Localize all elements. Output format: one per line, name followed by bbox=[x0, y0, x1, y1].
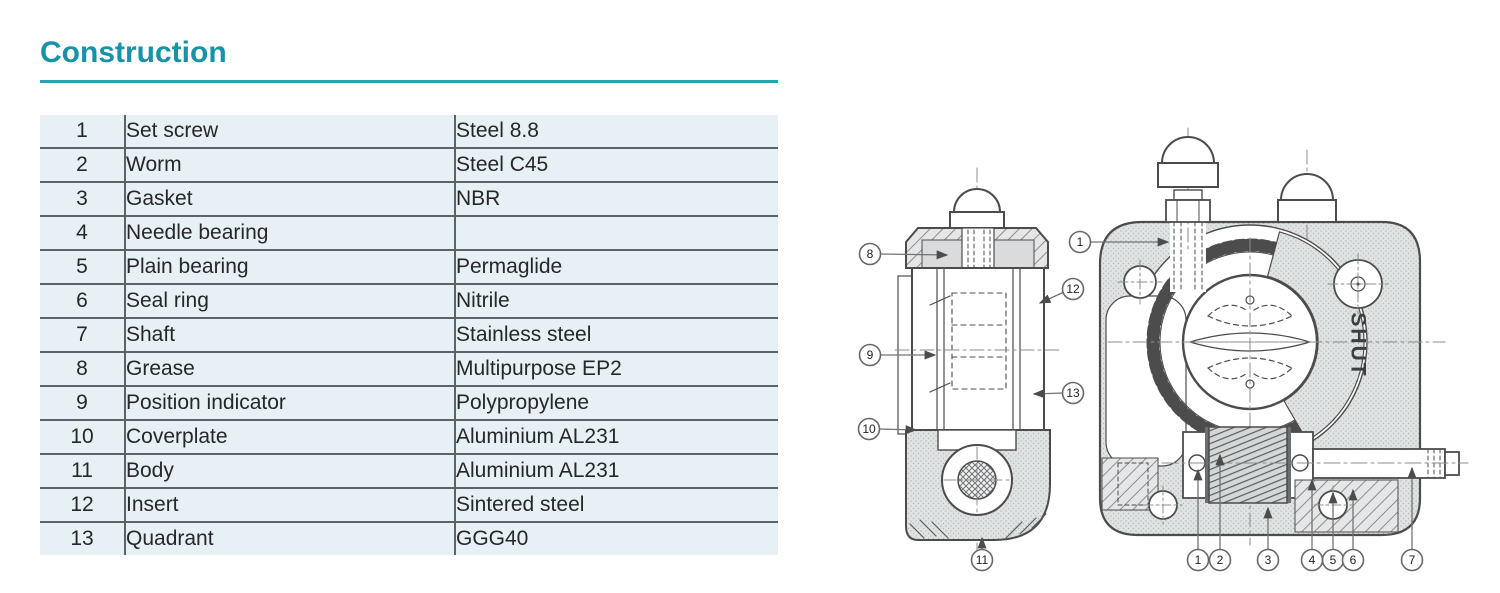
side-section-view bbox=[894, 167, 1063, 566]
table-row: 7 Shaft Stainless steel bbox=[40, 317, 778, 352]
part-name: Set screw bbox=[125, 115, 456, 148]
stop-screw-cap-icon bbox=[1277, 149, 1337, 243]
table-row: 3 Gasket NBR bbox=[40, 181, 778, 216]
part-number: 1 bbox=[40, 115, 126, 148]
part-material: GGG40 bbox=[455, 521, 778, 555]
part-material: Polypropylene bbox=[455, 385, 778, 420]
set-screw-cap-icon bbox=[1157, 127, 1219, 251]
part-name: Shaft bbox=[125, 317, 456, 352]
front-section-view: SHUT bbox=[1098, 127, 1469, 546]
part-material: Permaglide bbox=[455, 249, 778, 284]
part-name: Insert bbox=[125, 487, 456, 522]
part-material: Sintered steel bbox=[455, 487, 778, 522]
svg-text:8: 8 bbox=[867, 247, 874, 261]
svg-text:1: 1 bbox=[1077, 235, 1084, 249]
part-number: 2 bbox=[40, 147, 126, 182]
title-underline bbox=[40, 80, 778, 83]
table-row: 13 Quadrant GGG40 bbox=[40, 521, 778, 555]
part-name: Grease bbox=[125, 351, 456, 386]
worm-icon bbox=[1182, 426, 1314, 504]
part-number: 13 bbox=[40, 521, 126, 555]
svg-text:9: 9 bbox=[867, 348, 874, 362]
callout-7: 7 bbox=[1400, 466, 1424, 572]
callout-6: 6 bbox=[1341, 488, 1365, 572]
part-name: Body bbox=[125, 453, 456, 488]
part-name: Gasket bbox=[125, 181, 456, 216]
callout-13: 13 bbox=[1032, 381, 1085, 405]
callout-1-top: 1 bbox=[1068, 230, 1170, 254]
part-number: 4 bbox=[40, 215, 126, 250]
svg-text:13: 13 bbox=[1066, 386, 1080, 400]
callout-1: 1 bbox=[1186, 468, 1210, 572]
part-number: 12 bbox=[40, 487, 126, 522]
callout-9: 9 bbox=[858, 343, 937, 367]
part-number: 7 bbox=[40, 317, 126, 352]
part-name: Position indicator bbox=[125, 385, 456, 420]
svg-text:7: 7 bbox=[1409, 553, 1416, 567]
svg-text:6: 6 bbox=[1350, 553, 1357, 567]
svg-text:11: 11 bbox=[976, 553, 989, 567]
part-name: Seal ring bbox=[125, 283, 456, 318]
part-number: 5 bbox=[40, 249, 126, 284]
svg-text:12: 12 bbox=[1066, 282, 1080, 296]
callout-3: 3 bbox=[1256, 506, 1280, 572]
technical-drawing: SHUT bbox=[857, 127, 1469, 572]
part-material: NBR bbox=[455, 181, 778, 216]
part-material bbox=[455, 215, 778, 250]
callout-8: 8 bbox=[858, 242, 949, 266]
part-number: 3 bbox=[40, 181, 126, 216]
svg-text:4: 4 bbox=[1309, 553, 1316, 567]
table-row: 10 Coverplate Aluminium AL231 bbox=[40, 419, 778, 454]
callout-2: 2 bbox=[1208, 453, 1232, 572]
part-number: 6 bbox=[40, 283, 126, 318]
table-row: 2 Worm Steel C45 bbox=[40, 147, 778, 182]
part-number: 10 bbox=[40, 419, 126, 454]
page-title: Construction bbox=[40, 36, 227, 69]
callouts: 8 9 10 11 12 bbox=[857, 230, 1424, 572]
part-name: Worm bbox=[125, 147, 456, 182]
foot-hole-icon bbox=[1143, 485, 1183, 525]
callout-12: 12 bbox=[1038, 277, 1085, 304]
svg-text:1: 1 bbox=[1195, 553, 1202, 567]
part-material: Steel 8.8 bbox=[455, 115, 778, 148]
callout-10: 10 bbox=[857, 417, 918, 441]
part-name: Quadrant bbox=[125, 521, 456, 555]
part-material: Multipurpose EP2 bbox=[455, 351, 778, 386]
part-number: 8 bbox=[40, 351, 126, 386]
part-material: Steel C45 bbox=[455, 147, 778, 182]
table-row: 1 Set screw Steel 8.8 bbox=[40, 115, 778, 148]
part-material: Stainless steel bbox=[455, 317, 778, 352]
table-row: 6 Seal ring Nitrile bbox=[40, 283, 778, 318]
part-number: 11 bbox=[40, 453, 126, 488]
svg-text:3: 3 bbox=[1265, 553, 1272, 567]
svg-text:5: 5 bbox=[1330, 553, 1337, 567]
mount-hole-icon bbox=[1117, 259, 1163, 305]
callout-11: 11 bbox=[970, 536, 994, 572]
shut-label: SHUT bbox=[1346, 312, 1369, 377]
svg-text:2: 2 bbox=[1217, 553, 1224, 567]
table-row: 8 Grease Multipurpose EP2 bbox=[40, 351, 778, 386]
indicator-dome-icon bbox=[949, 188, 1005, 229]
parts-table: 1 Set screw Steel 8.8 2 Worm Steel C45 3… bbox=[40, 115, 778, 555]
part-name: Coverplate bbox=[125, 419, 456, 454]
svg-text:10: 10 bbox=[862, 422, 876, 436]
table-row: 4 Needle bearing bbox=[40, 215, 778, 250]
pivot-hole-icon bbox=[1327, 253, 1389, 315]
part-material: Aluminium AL231 bbox=[455, 419, 778, 454]
part-material: Nitrile bbox=[455, 283, 778, 318]
output-shaft-icon bbox=[1107, 448, 1469, 479]
table-row: 5 Plain bearing Permaglide bbox=[40, 249, 778, 284]
table-row: 11 Body Aluminium AL231 bbox=[40, 453, 778, 488]
table-row: 12 Insert Sintered steel bbox=[40, 487, 778, 522]
part-number: 9 bbox=[40, 385, 126, 420]
part-name: Plain bearing bbox=[125, 249, 456, 284]
part-material: Aluminium AL231 bbox=[455, 453, 778, 488]
part-name: Needle bearing bbox=[125, 215, 456, 250]
table-row: 9 Position indicator Polypropylene bbox=[40, 385, 778, 420]
